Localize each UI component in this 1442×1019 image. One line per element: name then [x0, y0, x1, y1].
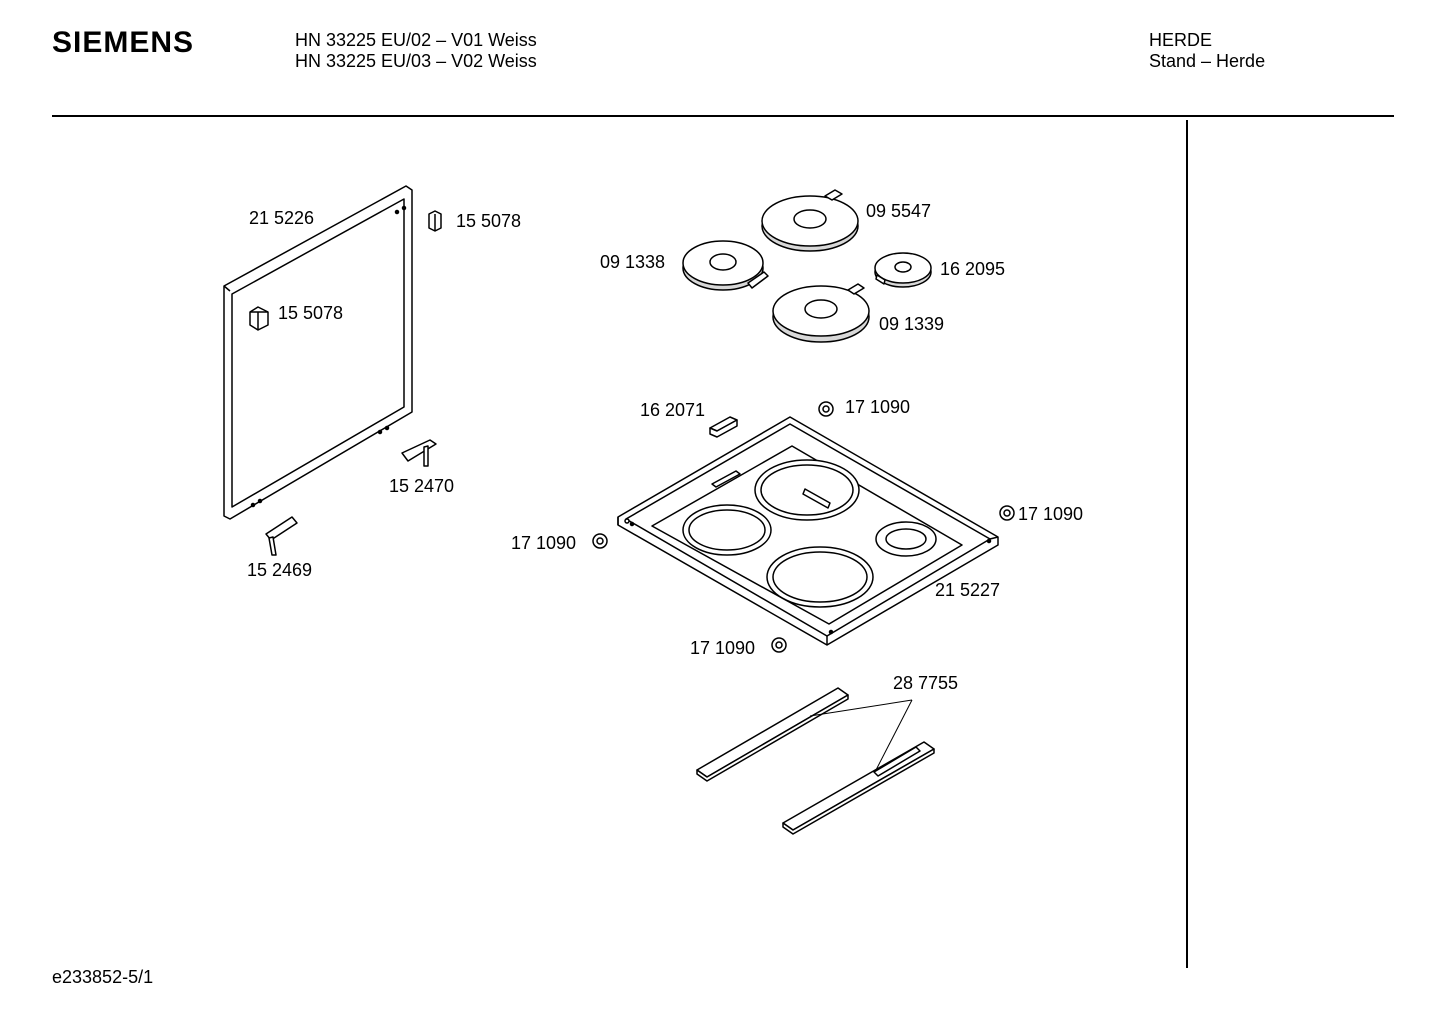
hotplate-large-back[interactable] [761, 189, 859, 252]
part-label: 17 1090 [511, 533, 576, 553]
part-label: 17 1090 [845, 397, 910, 417]
part-label: 16 2095 [940, 259, 1005, 279]
hotplate-small[interactable] [874, 252, 932, 288]
model-list: HN 33225 EU/02 – V01 Weiss HN 33225 EU/0… [295, 30, 537, 72]
clip-hob-part[interactable] [709, 416, 738, 438]
side-divider [1186, 120, 1188, 968]
rails-part[interactable] [696, 687, 935, 835]
clip-left-part[interactable] [249, 306, 269, 331]
model-line: HN 33225 EU/02 – V01 Weiss [295, 30, 537, 50]
part-label: 16 2071 [640, 400, 705, 420]
part-label: 21 5227 [935, 580, 1000, 600]
grommet-top-part[interactable] [818, 401, 834, 417]
part-label: 28 7755 [893, 673, 958, 693]
part-labels: 21 5226 15 5078 15 5078 15 2470 15 2469 … [247, 201, 1083, 693]
part-label: 09 5547 [866, 201, 931, 221]
leader-lines [809, 699, 913, 771]
category-subtitle: Stand – Herde [1149, 51, 1266, 71]
document-id: e233852-5/1 [52, 967, 154, 987]
hinge-right-part[interactable] [401, 439, 437, 467]
hotplate-left[interactable] [682, 240, 769, 291]
hinge-left-part[interactable] [265, 516, 298, 556]
grommet-bottom-part[interactable] [771, 637, 787, 653]
part-label: 17 1090 [690, 638, 755, 658]
grommet-right-part[interactable] [999, 505, 1015, 521]
part-label: 17 1090 [1018, 504, 1083, 524]
part-label: 15 5078 [278, 303, 343, 323]
hob-tray-part[interactable] [617, 416, 999, 646]
part-label: 09 1338 [600, 252, 665, 272]
part-label: 09 1339 [879, 314, 944, 334]
part-label: 21 5226 [249, 208, 314, 228]
part-label: 15 5078 [456, 211, 521, 231]
frame-part[interactable] [223, 185, 413, 520]
header-divider [52, 115, 1394, 117]
brand-logo: SIEMENS [52, 26, 195, 59]
grommet-left-part[interactable] [592, 533, 608, 549]
model-line: HN 33225 EU/03 – V02 Weiss [295, 51, 537, 71]
part-label: 15 2470 [389, 476, 454, 496]
category-block: HERDE Stand – Herde [1149, 30, 1265, 72]
category-title: HERDE [1149, 30, 1213, 50]
hotplate-front[interactable] [772, 283, 870, 343]
clip-top-part[interactable] [428, 210, 442, 232]
part-label: 15 2469 [247, 560, 312, 580]
